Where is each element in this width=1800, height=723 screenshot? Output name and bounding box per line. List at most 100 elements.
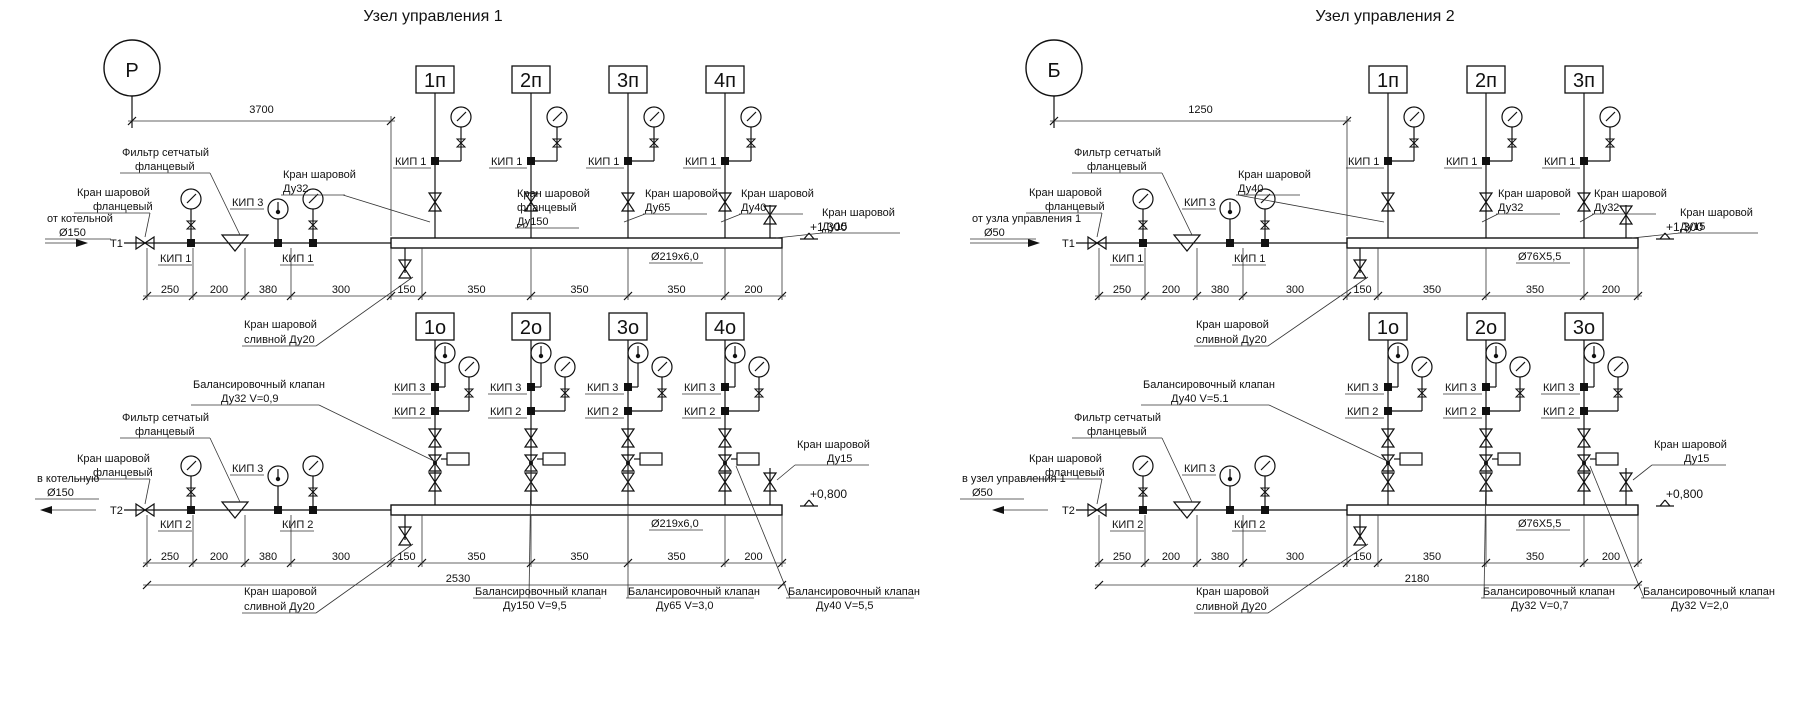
leader [623,213,646,223]
gauge-needle [186,460,197,471]
gauge-dial [651,356,673,378]
valve-body [1087,502,1107,518]
filter-label: Фильтр сетчатый [1074,412,1161,424]
valve-body [135,502,155,518]
filter-label-2: фланцевый [135,161,195,173]
valve-note: фланцевый [517,202,577,214]
supply-line-tag: Т1 [1062,238,1075,250]
thermo-dial [267,465,289,487]
flanged-valve-label: Кран шаровой [1029,453,1102,465]
leader [528,465,532,599]
return-outlet-dia: Ø150 [47,487,74,499]
leader [1096,478,1103,505]
valve-body [523,192,539,212]
branch-ball-valve-icon [1380,192,1396,212]
valve-body [135,235,155,251]
dimension-value: 200 [1602,284,1620,296]
leader [1161,437,1193,503]
balancing-valve-stem [1582,461,1586,465]
balancing-valve-stem [1484,461,1488,465]
thermometer-icon [267,465,289,510]
valve-note: Кран шаровой [645,188,718,200]
leader [1589,465,1645,599]
return-branch-label: 2о [1475,317,1497,339]
gauge-dial [1132,188,1154,210]
gauge-dial [1509,356,1531,378]
balancing-valve-label-2: Ду32 V=0,9 [221,393,279,405]
branch-kip3-label: КИП 3 [684,382,715,394]
flow-arrow-icon [76,239,88,247]
valve-note: Ду32 [1594,202,1619,214]
gauge-valve [1604,138,1616,148]
filter-label: Фильтр сетчатый [122,412,209,424]
dimension-value: 150 [397,551,415,563]
balancing-valve-stem [433,461,437,465]
end-valve-label: Кран шаровой [797,439,870,451]
gauge-valve [745,138,757,148]
return-branch-label-frame [415,312,455,341]
branch-ball-valve-icon [717,428,733,448]
gauge-needle [657,361,668,372]
valve-note: Ду15 [1680,221,1705,233]
supply-inlet-dia: Ø150 [59,227,86,239]
leader [315,276,414,347]
dimension-value: 300 [332,551,350,563]
supply-header-pipe [1346,237,1639,249]
dimension-value: 350 [467,284,485,296]
gauge-valve [1506,138,1518,148]
end-valve-label-2: Ду15 [827,453,852,465]
gauge-dial [180,188,202,210]
return-branch-label-frame [705,312,745,341]
branch-ball-valve-icon [717,472,733,492]
kip-point-icon [187,239,195,247]
pressure-gauge-icon [1599,106,1621,161]
dimension-value: 350 [1526,284,1544,296]
gauge-dial [1254,188,1276,210]
flanged-ball-valve-icon [135,502,155,518]
balancing-valve-actuator-icon [736,452,760,466]
dimension-value: 250 [161,551,179,563]
balancing-valve-actuator-icon [1497,452,1521,466]
valve-body [717,472,733,492]
return-line-tag: Т2 [1062,505,1075,517]
filter-label: Фильтр сетчатый [122,147,209,159]
valve-body [1478,428,1494,448]
branch-kip2-label: КИП 2 [1543,406,1574,418]
gauge-dial [458,356,480,378]
elevation-label: +1,300 [1666,220,1703,234]
drain-label: Кран шаровой [244,319,317,331]
kip2-label: КИП 2 [1234,519,1265,531]
branch-ball-valve-icon [427,472,443,492]
kip3-label: КИП 3 [232,463,263,475]
drain-label-2: сливной Ду20 [1196,601,1267,613]
valve-note: Ду32 [283,183,308,195]
leader [1579,213,1595,223]
balancing-valve-label-2: Ду40 V=5,5 [816,600,874,612]
balancing-valve-label-2: Ду32 V=0,7 [1511,600,1569,612]
valve-body [1618,205,1634,225]
gauge-needle [1507,111,1518,122]
supply-branch-label-frame [705,65,745,94]
drain-label: Кран шаровой [1196,586,1269,598]
thermo-dial [724,342,746,364]
end-ball-valve-icon [762,205,778,225]
kip-point-icon [1226,506,1234,514]
dimension-value: 250 [1113,551,1131,563]
flanged-valve-label-2: фланцевый [1045,201,1105,213]
filter-label-2: фланцевый [1087,426,1147,438]
balancing-valve-icon [717,454,733,472]
pressure-gauge-icon [643,106,665,161]
overall-dimension-value: 2530 [446,573,470,585]
branch-ball-valve-icon [620,472,636,492]
branch-kip3-label: КИП 3 [1347,382,1378,394]
flanged-valve-label-2: фланцевый [93,201,153,213]
flanged-ball-valve-icon [1087,235,1107,251]
branch-ball-valve-icon [1478,192,1494,212]
gauge-dial [740,106,762,128]
dimension-value: 200 [1162,551,1180,563]
drain-valve-icon [1352,526,1368,546]
leader [1632,464,1653,481]
kip-point-icon [1261,506,1269,514]
valve-body [762,205,778,225]
drain-valve-icon [1352,259,1368,279]
